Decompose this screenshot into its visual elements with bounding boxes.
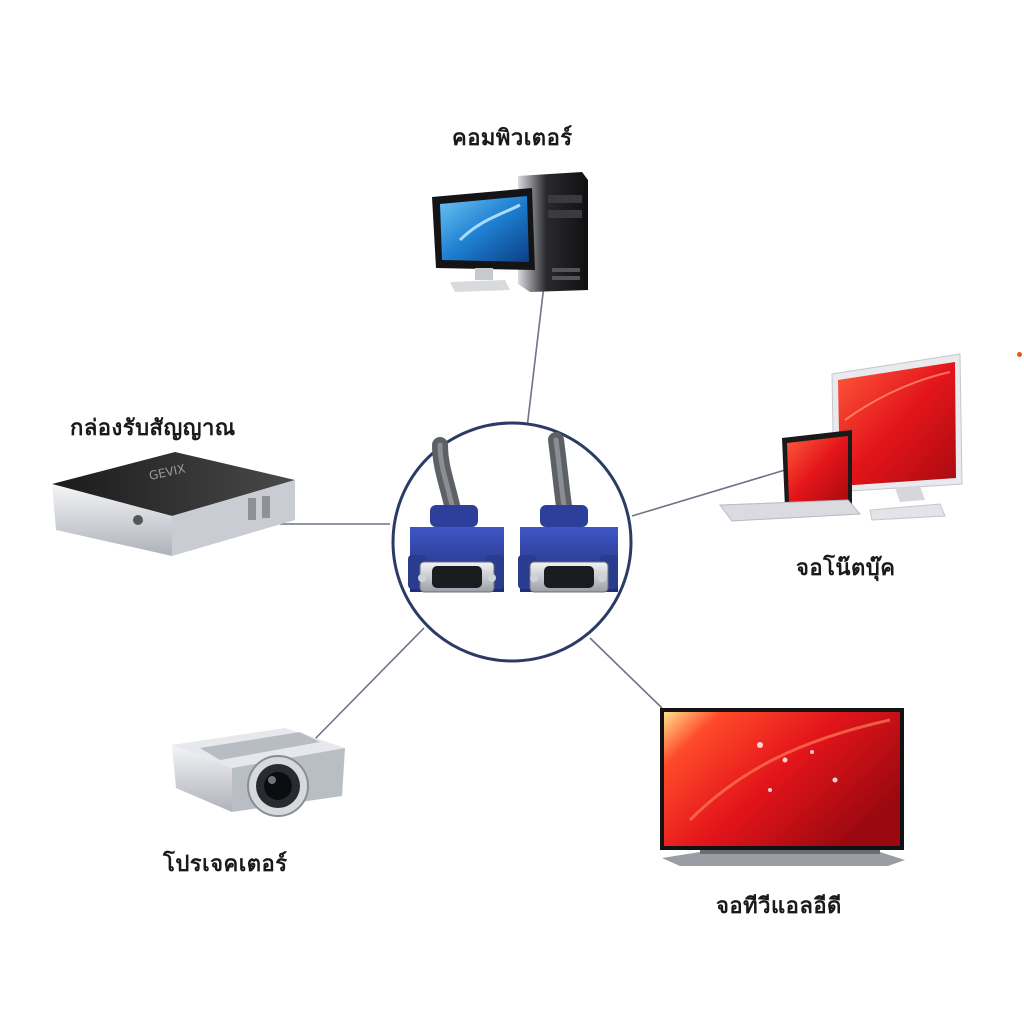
line-to-computer: [526, 284, 545, 429]
label-led-tv: จอทีวีแอลอีดี: [716, 894, 842, 919]
line-to-notebook: [631, 469, 786, 517]
label-projector: โปรเจคเตอร์: [163, 852, 288, 877]
label-notebook-display: จอโน๊ตบุ๊ค: [796, 556, 896, 581]
monitor-laptop-icon: [719, 353, 963, 522]
label-computer: คอมพิวเตอร์: [452, 126, 573, 151]
edge-marker: [1017, 352, 1022, 357]
projector-icon: [172, 728, 345, 817]
vga-cable-connectors-icon: [391, 421, 633, 663]
label-set-top-box: กล่องรับสัญญาณ: [70, 416, 236, 441]
led-tv-icon: [660, 708, 905, 866]
line-to-tv: [589, 637, 663, 709]
set-top-box-icon: GEVIX: [52, 452, 295, 556]
line-to-projector: [311, 627, 425, 743]
desktop-computer-icon: [432, 172, 588, 292]
connection-lines: [280, 284, 786, 743]
